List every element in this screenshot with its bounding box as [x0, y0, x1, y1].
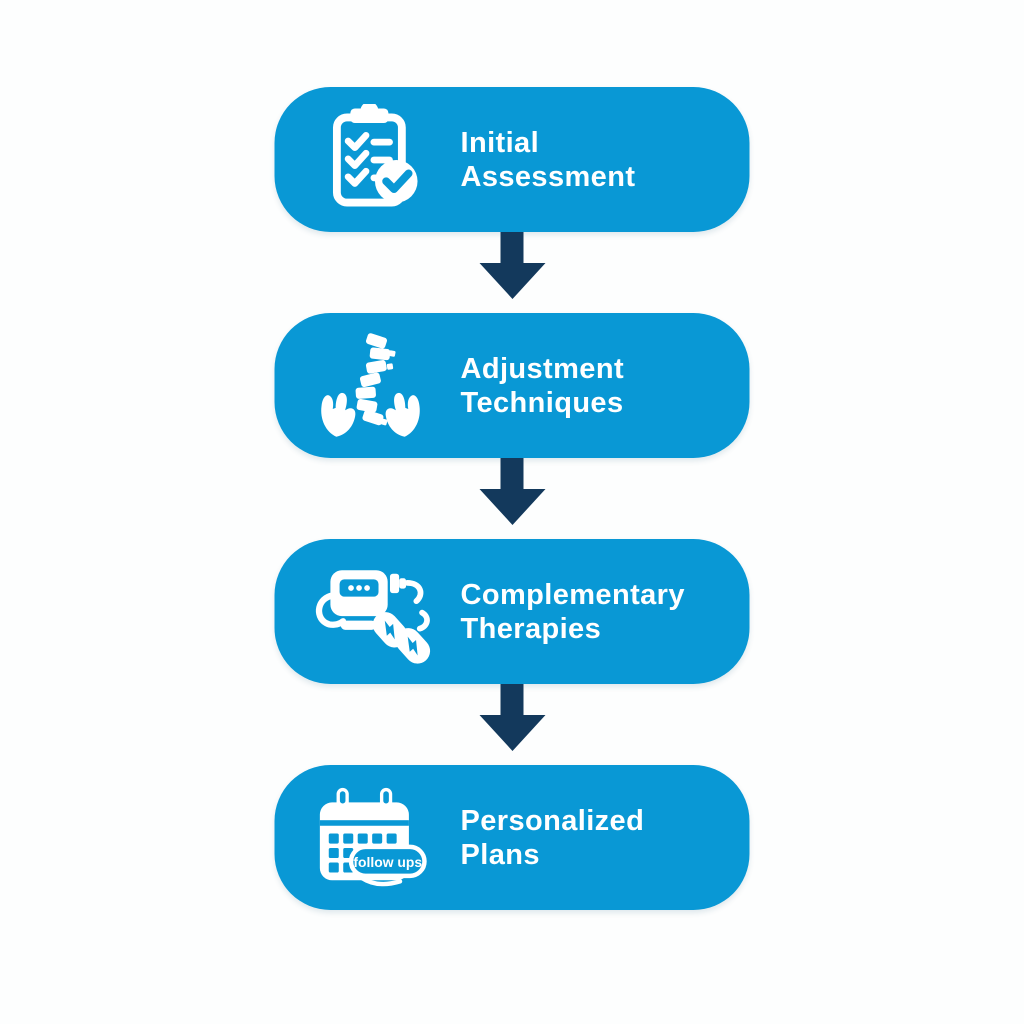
- down-arrow-connector: [479, 458, 545, 539]
- step-box-initial-assessment: Initial Assessment: [274, 87, 750, 232]
- spine-in-hands-icon: [305, 320, 437, 452]
- calendar-followups-icon: follow ups: [305, 772, 437, 904]
- step-label-line1: Initial: [460, 126, 540, 159]
- down-arrow-connector: [479, 232, 545, 313]
- step-label-personalized-plans: Personalized Plans: [461, 804, 645, 872]
- step-label-line2: Assessment: [460, 160, 636, 193]
- step-label-line2: Therapies: [460, 612, 602, 645]
- step-label-initial-assessment: Initial Assessment: [461, 126, 636, 194]
- spine-in-hands-svg: [321, 332, 420, 437]
- step-box-personalized-plans: follow ups Personalized Plans: [274, 765, 750, 910]
- clipboard-checklist-svg: [332, 103, 418, 206]
- clipboard-checklist-icon: [305, 94, 437, 226]
- step-label-adjustment-techniques: Adjustment Techniques: [461, 352, 625, 420]
- electrotherapy-device-svg: [315, 570, 431, 664]
- arrow-stem: [500, 684, 524, 715]
- arrow-stem: [500, 232, 524, 263]
- step-label-line1: Personalized: [460, 804, 645, 837]
- flowchart: Initial Assessment: [274, 87, 750, 910]
- arrow-head: [479, 715, 545, 751]
- electrotherapy-device-icon: [305, 546, 437, 678]
- arrow-stem: [500, 458, 524, 489]
- followups-badge-label: follow ups: [353, 853, 422, 869]
- down-arrow-connector: [479, 684, 545, 765]
- step-label-line2: Techniques: [460, 386, 624, 419]
- step-label-line1: Complementary: [460, 578, 685, 611]
- arrow-head: [479, 263, 545, 299]
- calendar-followups-svg: follow ups: [319, 787, 427, 886]
- step-label-line2: Plans: [460, 838, 540, 871]
- step-label-line1: Adjustment: [460, 352, 624, 385]
- arrow-head: [479, 489, 545, 525]
- step-box-adjustment-techniques: Adjustment Techniques: [274, 313, 750, 458]
- step-box-complementary-therapies: Complementary Therapies: [274, 539, 750, 684]
- step-label-complementary-therapies: Complementary Therapies: [461, 578, 685, 646]
